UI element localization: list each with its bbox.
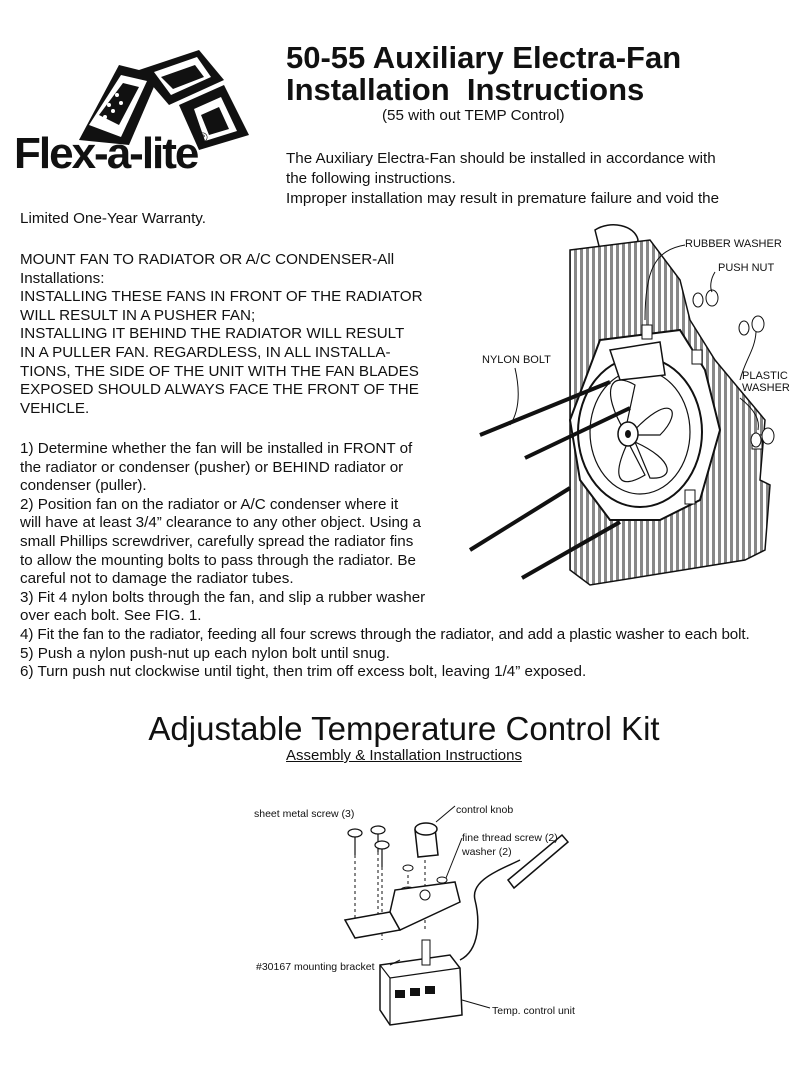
washer-label: washer (2) <box>462 846 512 858</box>
step-line: 6) Turn push nut clockwise until tight, … <box>20 663 587 681</box>
brand-wordmark: Flex-a-lite <box>14 129 199 178</box>
intro-line-1: The Auxiliary Electra-Fan should be inst… <box>286 150 716 167</box>
kit-assembly-illustration <box>343 805 570 1026</box>
page-title-line1: 50-55 Auxiliary Electra-Fan <box>286 40 682 75</box>
page-title-line2: Installation Instructions <box>286 72 645 107</box>
mount-line: INSTALLING IT BEHIND THE RADIATOR WILL R… <box>20 325 405 343</box>
kit-title: Adjustable Temperature Control Kit <box>148 710 660 747</box>
temp-control-unit-label: Temp. control unit <box>492 1005 575 1017</box>
registered-mark: ® <box>197 129 208 145</box>
mount-line: VEHICLE. <box>20 399 90 417</box>
page-subtitle: (55 with out TEMP Control) <box>382 107 565 124</box>
mount-line: EXPOSED SHOULD ALWAYS FACE THE FRONT OF … <box>20 381 419 399</box>
step-line: condenser (puller). <box>20 477 147 495</box>
step-line: 3) Fit 4 nylon bolts through the fan, an… <box>20 588 426 606</box>
mount-line: MOUNT FAN TO RADIATOR OR A/C CONDENSER-A… <box>20 251 395 268</box>
intro-line-2: the following instructions. <box>286 170 456 187</box>
kit-subtitle: Assembly & Installation Instructions <box>286 747 522 764</box>
step-line: 2) Position fan on the radiator or A/C c… <box>20 495 399 513</box>
mounting-bracket-label: #30167 mounting bracket <box>256 961 375 973</box>
step-line: over each bolt. See FIG. 1. <box>20 607 202 625</box>
step-line: 5) Push a nylon push-nut up each nylon b… <box>20 644 390 662</box>
brand-logo: Flex-a-lite® <box>14 45 274 195</box>
temperature-control-kit-diagram: sheet metal screw (3) control knob fine … <box>250 800 590 1040</box>
plastic-washer-label-1: PLASTIC <box>742 370 788 382</box>
rubber-washer-label: RUBBER WASHER <box>685 238 782 250</box>
step-line: careful not to damage the radiator tubes… <box>20 570 294 588</box>
installation-steps: 1) Determine whether the fan will be ins… <box>20 440 750 682</box>
mount-line: WILL RESULT IN A PUSHER FAN; <box>20 306 256 324</box>
fine-thread-screw-label: fine thread screw (2) <box>462 832 558 844</box>
sheet-metal-screw-label: sheet metal screw (3) <box>254 808 355 820</box>
mount-line: IN A PULLER FAN. REGARDLESS, IN ALL INST… <box>20 343 391 361</box>
mount-line: INSTALLING THESE FANS IN FRONT OF THE RA… <box>20 288 423 306</box>
step-line: 4) Fit the fan to the radiator, feeding … <box>20 625 750 643</box>
step-line: 1) Determine whether the fan will be ins… <box>20 440 413 457</box>
flag-emblem-icon <box>79 50 249 150</box>
mount-line: TIONS, THE SIDE OF THE UNIT WITH THE FAN… <box>20 362 419 380</box>
radiator-fan-illustration <box>468 224 775 586</box>
mount-instructions: MOUNT FAN TO RADIATOR OR A/C CONDENSER-A… <box>20 251 423 418</box>
intro-line-4: Limited One-Year Warranty. <box>20 210 206 227</box>
step-line: will have at least 3/4” clearance to any… <box>20 514 422 532</box>
push-nut-label: PUSH NUT <box>718 262 775 274</box>
step-line: small Phillips screwdriver, carefully sp… <box>20 532 414 550</box>
mount-line: Installations: <box>20 269 105 287</box>
control-knob-label: control knob <box>456 804 514 816</box>
step-line: to allow the mounting bolts to pass thro… <box>20 551 416 569</box>
intro-line-3: Improper installation may result in prem… <box>286 190 720 207</box>
plastic-washer-label-2: WASHER <box>742 382 790 394</box>
fan-mounting-diagram: RUBBER WASHER PUSH NUT NYLON BOLT PLASTI… <box>460 220 800 600</box>
nylon-bolt-label: NYLON BOLT <box>482 354 551 366</box>
step-line: the radiator or condenser (pusher) or BE… <box>20 458 404 476</box>
